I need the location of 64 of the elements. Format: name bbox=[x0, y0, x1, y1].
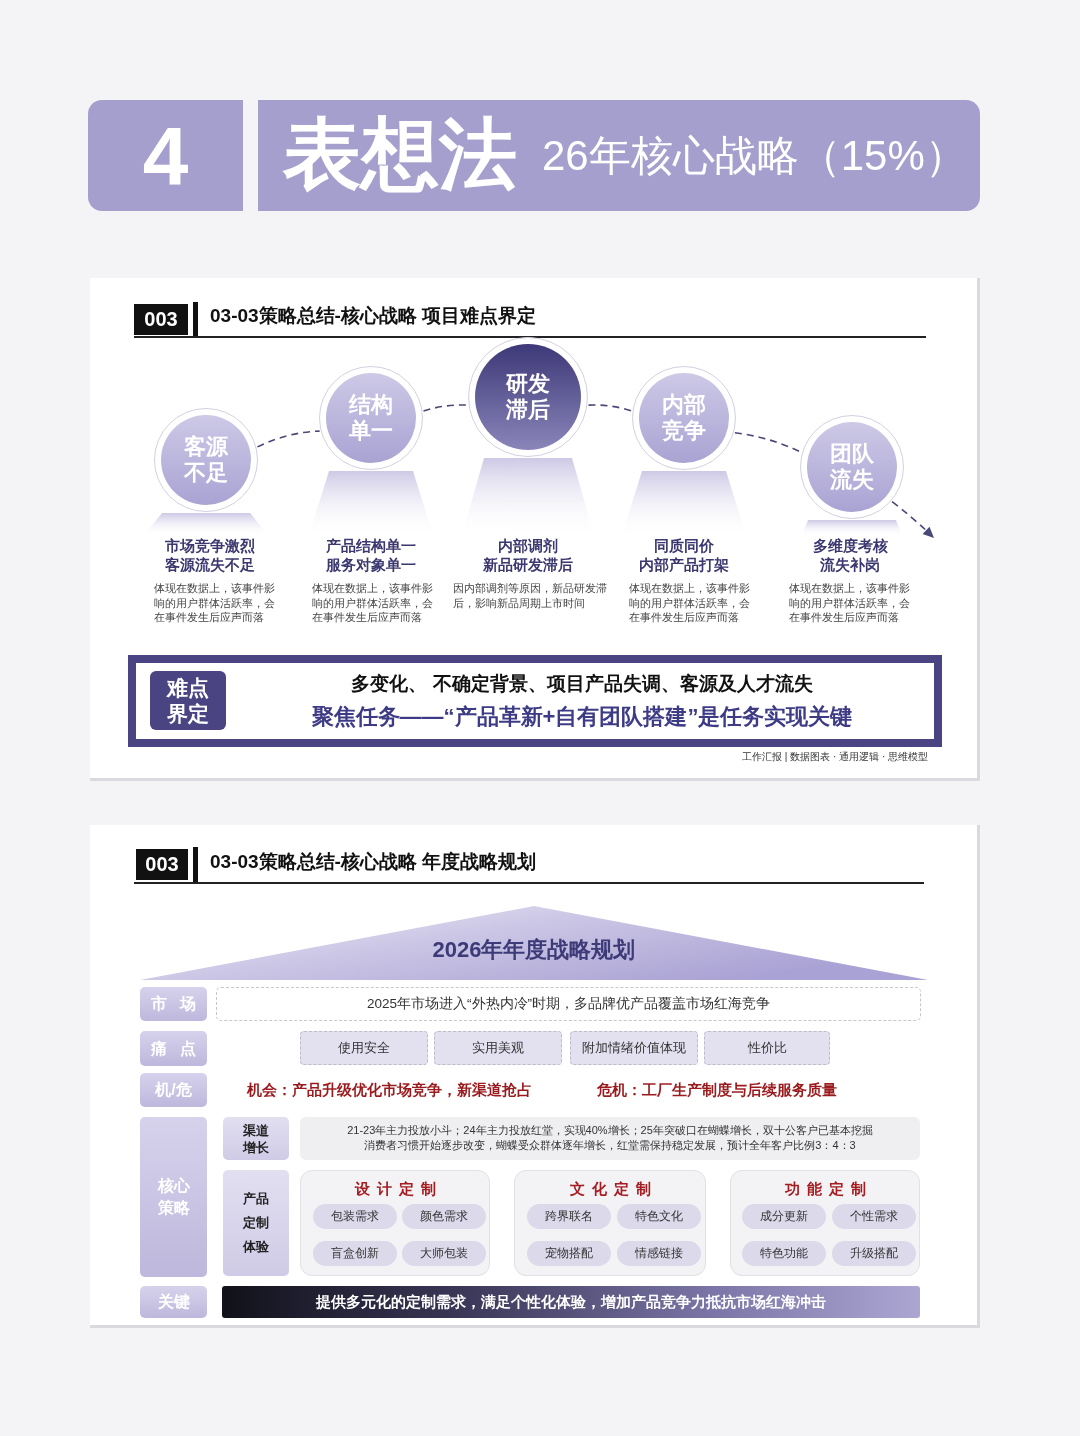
group-heading: 设计定制 bbox=[353, 1179, 444, 1199]
summary-box bbox=[128, 655, 942, 747]
heading-text: 表想法 bbox=[283, 109, 517, 200]
footer-note: 工作汇报 | 数据图表 · 通用逻辑 · 思维模型 bbox=[742, 750, 928, 763]
summary-text: 多变化、 不确定背景、项目产品失调、客源及人才流失 bbox=[350, 672, 814, 696]
key-statement: 聚焦任务——“产品革新+自有团队搭建”是任务实现关键 bbox=[310, 703, 854, 731]
description-line: 21-23年主力投放小斗；24年主力投放红堂，实现40%增长；25年突破口在蝴蝶增长，双十公客户已基本挖掘 bbox=[346, 1123, 874, 1138]
roof-banner: 2026年年度战略规划 bbox=[140, 906, 928, 980]
banner-box bbox=[258, 100, 980, 211]
number-tag: 003 bbox=[136, 849, 188, 880]
column-description: 因内部调剂等原因，新品研发滞后，影响新品周期上市时间 bbox=[453, 581, 607, 611]
group-panel bbox=[730, 1170, 920, 1276]
connector-line bbox=[422, 404, 469, 412]
option-pill: 盲盒创新 bbox=[313, 1241, 397, 1266]
option-pill: 包装需求 bbox=[313, 1204, 397, 1229]
column-heading: 多维度考核流失补岗 bbox=[811, 537, 889, 575]
sub-label: 产品定制体验 bbox=[223, 1170, 289, 1276]
row-label: 市 场 bbox=[140, 987, 207, 1021]
column-heading: 市场竞争激烈客源流失不足 bbox=[164, 537, 256, 575]
connector-line bbox=[587, 404, 633, 412]
number-tag: 003 bbox=[134, 304, 188, 335]
option-pill: 成分更新 bbox=[742, 1204, 826, 1229]
option-pill: 情感链接 bbox=[617, 1241, 701, 1266]
column-description: 体现在数据上，该事件影响的用户群体活跃率，会在事件发生后应声而落 bbox=[154, 581, 276, 626]
option-pill: 个性需求 bbox=[832, 1204, 916, 1229]
row-label: 关键 bbox=[140, 1286, 207, 1318]
option-pill: 颜色需求 bbox=[402, 1204, 486, 1229]
slide-title: 03-03策略总结-核心战略 项目难点界定 bbox=[210, 304, 537, 328]
column-description: 体现在数据上，该事件影响的用户群体活跃率，会在事件发生后应声而落 bbox=[312, 581, 434, 626]
key-bar: 提供多元化的定制需求，满足个性化体验，增加产品竞争力抵抗市场红海冲击 bbox=[222, 1286, 920, 1318]
group-heading: 功能定制 bbox=[783, 1179, 874, 1199]
row-label: 核心策略 bbox=[140, 1117, 207, 1277]
pain-point-box: 附加情绪价值体现 bbox=[570, 1031, 698, 1065]
opportunity-text: 机会：产品升级优化市场竞争，新渠道抢占 bbox=[247, 1080, 532, 1100]
connector-line bbox=[734, 432, 802, 453]
option-pill: 宠物搭配 bbox=[527, 1241, 611, 1266]
column-description: 体现在数据上，该事件影响的用户群体活跃率，会在事件发生后应声而落 bbox=[629, 581, 751, 626]
sub-label: 渠道增长 bbox=[223, 1117, 289, 1160]
option-pill: 跨界联名 bbox=[527, 1204, 611, 1229]
pain-point-box: 实用美观 bbox=[434, 1031, 562, 1065]
connector-line bbox=[256, 430, 321, 448]
risk-text: 危机：工厂生产制度与后续服务质量 bbox=[597, 1080, 837, 1100]
pain-point-box: 性价比 bbox=[704, 1031, 830, 1065]
statement-box: 2025年市场进入“外热内冷”时期，多品牌优产品覆盖市场红海竞争 bbox=[216, 987, 921, 1021]
number-badge: 4 bbox=[88, 100, 243, 211]
group-panel bbox=[514, 1170, 706, 1276]
column-heading: 产品结构单一服务对象单一 bbox=[325, 537, 417, 575]
row-label: 痛 点 bbox=[140, 1031, 207, 1066]
slide-title: 03-03策略总结-核心战略 年度战略规划 bbox=[210, 850, 537, 874]
label-tag: 难点界定 bbox=[150, 671, 226, 730]
option-pill: 大师包装 bbox=[402, 1241, 486, 1266]
option-pill: 升级搭配 bbox=[832, 1241, 916, 1266]
group-heading: 文化定制 bbox=[568, 1179, 659, 1199]
arrow bbox=[891, 500, 934, 538]
column-heading: 同质同价内部产品打架 bbox=[638, 537, 730, 575]
row-label: 机/危 bbox=[140, 1073, 207, 1107]
option-pill: 特色功能 bbox=[742, 1241, 826, 1266]
description-line: 消费者习惯开始逐步改变，蝴蝶受众群体逐年增长，红堂需保持稳定发展，预计全年客户比例3：4：3 bbox=[363, 1138, 857, 1153]
subheading-text: 26年核心战略（15%） bbox=[542, 131, 967, 181]
option-pill: 特色文化 bbox=[617, 1204, 701, 1229]
column-description: 体现在数据上，该事件影响的用户群体活跃率，会在事件发生后应声而落 bbox=[789, 581, 911, 626]
pain-point-box: 使用安全 bbox=[300, 1031, 428, 1065]
group-panel bbox=[300, 1170, 490, 1276]
column-heading: 内部调剂新品研发滞后 bbox=[482, 537, 574, 575]
